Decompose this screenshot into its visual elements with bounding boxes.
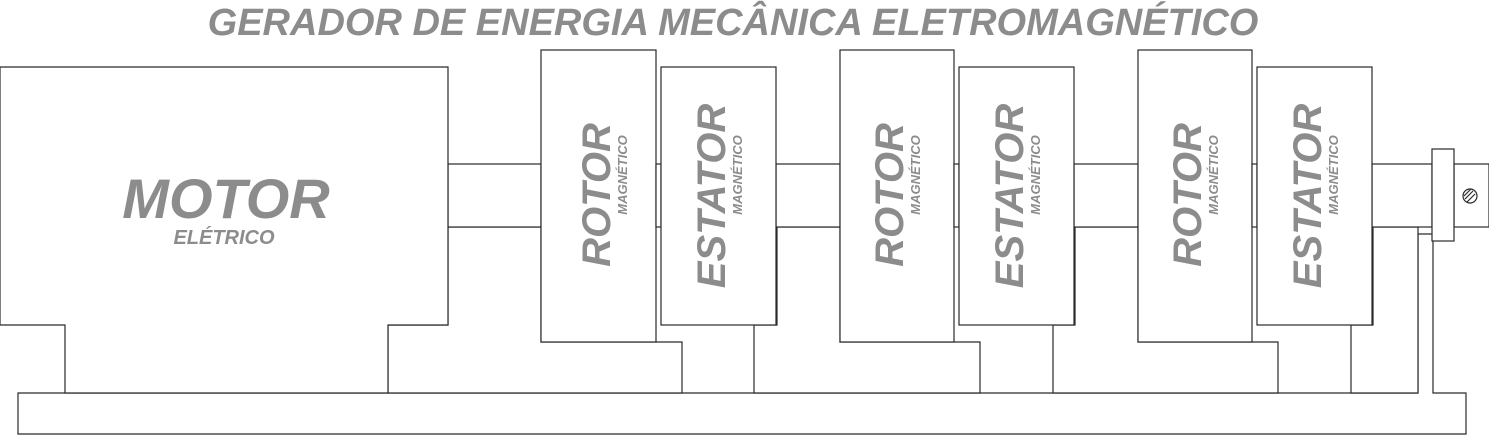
shaft-segment bbox=[775, 163, 841, 228]
rotor-body-2 bbox=[839, 49, 955, 343]
stator-body-1 bbox=[660, 66, 777, 326]
rotor-label-3: ROTOR bbox=[1166, 123, 1210, 267]
stator-sublabel-1: MAGNÉTICO bbox=[730, 135, 745, 214]
rotor-sublabel-3: MAGNÉTICO bbox=[1206, 135, 1221, 214]
stator-sublabel-3: MAGNÉTICO bbox=[1326, 135, 1341, 214]
shaft-end-hatch bbox=[1466, 193, 1476, 203]
shaft-end-hatch bbox=[1463, 188, 1472, 197]
stator-label-2: ESTATOR bbox=[988, 104, 1032, 289]
diagram-title: GERADOR DE ENERGIA MECÂNICA ELETROMAGNÉT… bbox=[208, 0, 1259, 44]
motor-label: MOTOR bbox=[122, 167, 330, 230]
motor-body bbox=[0, 66, 449, 394]
rotor-label-2: ROTOR bbox=[868, 123, 912, 267]
shaft-segment bbox=[1073, 163, 1139, 228]
shaft-end-cap bbox=[1462, 188, 1478, 204]
rotor-body-1 bbox=[540, 49, 657, 343]
air-gap-1 bbox=[655, 163, 662, 228]
rotor-sublabel-1: MAGNÉTICO bbox=[615, 135, 630, 214]
air-gap-2 bbox=[953, 163, 960, 228]
shaft-end-hatch bbox=[1464, 190, 1474, 200]
rotor-sublabel-2: MAGNÉTICO bbox=[908, 135, 923, 214]
rotor-body-3 bbox=[1137, 49, 1253, 343]
shaft-segment bbox=[1371, 163, 1433, 228]
rotor-label-1: ROTOR bbox=[575, 123, 619, 267]
stator-body-3 bbox=[1256, 66, 1373, 326]
air-gap-3 bbox=[1251, 163, 1258, 228]
stator-body-2 bbox=[958, 66, 1075, 326]
end-bearing bbox=[1431, 148, 1455, 242]
motor-sublabel: ELÉTRICO bbox=[173, 226, 275, 249]
shaft-segment bbox=[447, 163, 542, 228]
stator-label-1: ESTATOR bbox=[690, 104, 734, 289]
stator-label-3: ESTATOR bbox=[1286, 104, 1330, 289]
stator-sublabel-2: MAGNÉTICO bbox=[1028, 135, 1043, 214]
